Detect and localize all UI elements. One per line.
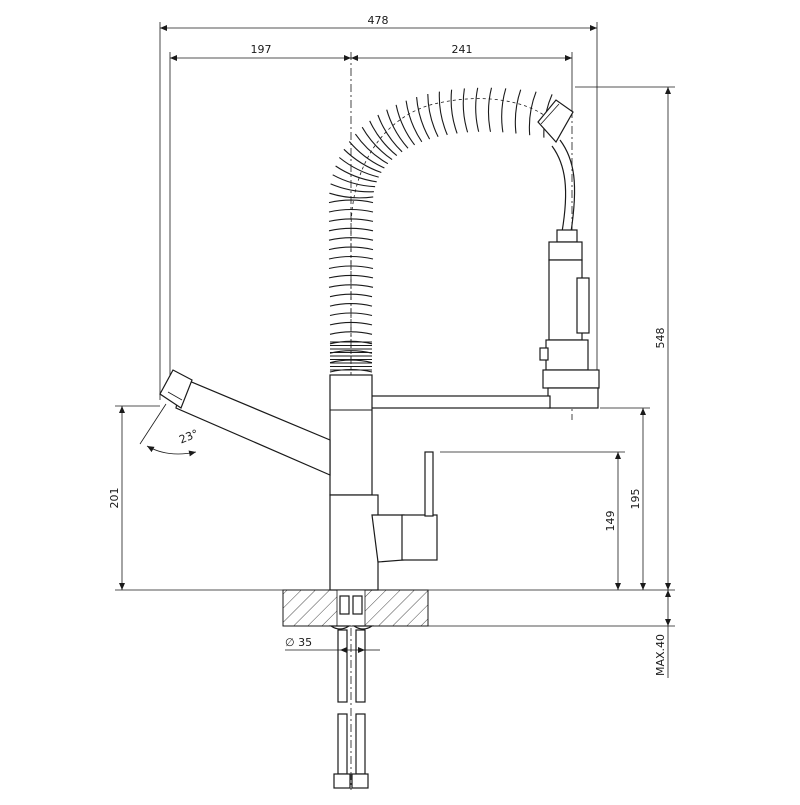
dim-478-label: 478 [368, 14, 389, 27]
dim-548-label: 548 [654, 328, 667, 349]
coil-turn [343, 148, 382, 174]
coil-turn [328, 199, 374, 204]
coil-turn [369, 120, 398, 157]
dim-149-label: 149 [604, 511, 617, 532]
dim-195-label: 195 [629, 489, 642, 510]
coil-turn [329, 359, 373, 364]
dim-diameter-label: ∅ 35 [285, 636, 312, 649]
coil-turn [348, 141, 385, 169]
dim-pipe-diameter: ∅ 35 [285, 636, 380, 653]
coil-turn [514, 89, 522, 134]
coil-turn [487, 87, 493, 132]
coil-turn [438, 91, 448, 136]
coil-turn [329, 331, 373, 335]
inner-hose [350, 98, 549, 360]
dim-spout-reach: 197 241 [169, 43, 573, 392]
coil-turn [475, 87, 480, 132]
dim-201-label: 201 [108, 488, 121, 509]
dim-head-height: 195 [629, 408, 646, 590]
dim-241-label: 241 [452, 43, 473, 56]
main-column [329, 374, 379, 591]
coil-turn [332, 174, 376, 188]
coil-turn [330, 183, 374, 193]
swivel-spout [159, 369, 331, 476]
coil-turn [386, 109, 409, 149]
coil-turn [328, 265, 374, 270]
dim-max-thickness: MAX.40 [654, 590, 671, 678]
coil-turn [335, 165, 377, 183]
coil-turn [328, 208, 374, 213]
mounting-hardware [329, 595, 374, 630]
coil-turn [405, 100, 423, 143]
coil-turn [427, 93, 439, 138]
dim-max40-label: MAX.40 [654, 634, 667, 676]
dim-angle-label: 23° [177, 427, 200, 446]
coil-turn [338, 157, 379, 178]
holder-arm [369, 395, 551, 409]
flex-hose [559, 139, 576, 233]
coil-turn [462, 88, 469, 133]
dim-total-height: 548 [654, 87, 671, 590]
coil-turn [377, 114, 403, 153]
dim-spout-height: 201 [108, 406, 125, 590]
spray-head [539, 229, 600, 409]
dim-197-label: 197 [251, 43, 272, 56]
coil-turn [450, 89, 458, 134]
spring-coil [328, 87, 553, 373]
supply-pipes [333, 629, 369, 789]
coil-turn [416, 97, 431, 140]
coil-turn [361, 126, 393, 161]
flex-hose-outer [551, 145, 567, 233]
dim-overall-width: 478 [159, 14, 598, 406]
coil-turn [501, 88, 507, 133]
dim-lever-height: 149 [604, 452, 621, 590]
coil-turn [329, 293, 373, 298]
coil-turn [354, 133, 389, 165]
coil-turn [328, 227, 374, 232]
coil-turn [528, 91, 537, 136]
coil-turn [329, 312, 373, 317]
coil-turn [395, 104, 416, 146]
coil-turn [329, 192, 374, 199]
coil-end-cap [537, 99, 574, 144]
coil-turn [328, 246, 374, 251]
mixer-lever [371, 451, 438, 563]
coil-turn [328, 284, 374, 288]
